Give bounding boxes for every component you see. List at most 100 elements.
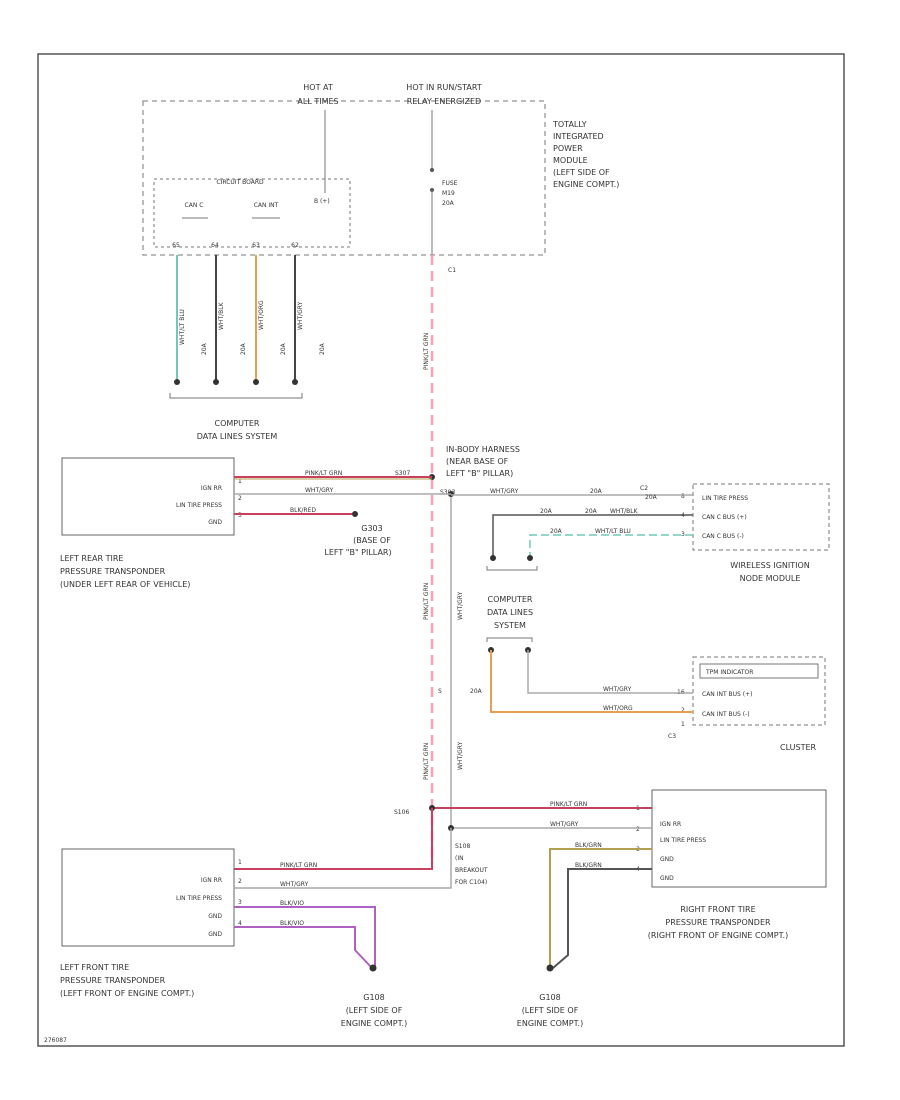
rf-ground-desc-1: (LEFT SIDE OF — [522, 1006, 579, 1015]
lf-wire-label-2: WHT/GRY — [280, 881, 309, 888]
tipm-name-6: ENGINE COMPT.) — [553, 180, 619, 189]
cluster-name: CLUSTER — [780, 743, 817, 752]
ref-bracket — [486, 637, 533, 642]
tipm-pin-63: 63 — [252, 242, 260, 249]
data-wire-end-1 — [174, 379, 180, 385]
fuse-line-1: FUSE — [442, 180, 458, 187]
diagram-frame — [37, 53, 845, 1047]
rf-name-1: RIGHT FRONT TIRE — [680, 905, 755, 914]
left-rear-transponder: IGN RR LIN TIRE PRESS GND 1 2 3 PINK/LT … — [60, 457, 451, 589]
win-pin-3: 3 — [681, 531, 685, 538]
lf-pin-1: 1 — [238, 859, 242, 866]
rf-wire-label-1: PINK/LT GRN — [550, 801, 587, 808]
ref-label-3: SYSTEM — [494, 621, 526, 630]
rf-wire-gnd-2 — [552, 868, 652, 969]
data-wire-end-3 — [253, 379, 259, 385]
tpm-indicator-box — [699, 663, 819, 679]
lr-line-2: LIN TIRE PRESS — [176, 502, 222, 509]
lf-ground-dot — [369, 964, 377, 972]
rf-line-1: IGN RR — [660, 821, 681, 828]
cluster-wire-orange — [490, 650, 693, 713]
data-wire-label-2: WHT/BLK — [218, 301, 225, 330]
data-wire-size-4: 20A — [319, 342, 326, 355]
rf-name-2: PRESSURE TRANSPONDER — [665, 918, 771, 927]
data-wire-size-2: 20A — [240, 342, 247, 355]
can-c-label: CAN C — [185, 202, 204, 209]
tipm-dashed-outline — [142, 100, 546, 256]
cluster-box — [692, 656, 826, 726]
ref-label-2: DATA LINES — [487, 608, 533, 617]
tipm-pin-65: 65 — [172, 242, 180, 249]
lf-name-2: PRESSURE TRANSPONDER — [60, 976, 166, 985]
win-wire-can-minus-label: WHT/LT BLU — [595, 528, 631, 535]
cluster-module: TPM INDICATOR CAN INT BUS (+) CAN INT BU… — [438, 650, 826, 752]
data-wire-label-4: WHT/GRY — [297, 301, 304, 330]
rf-ground-id: G108 — [539, 993, 560, 1002]
cluster-pin-1: 1 — [681, 721, 685, 728]
circuit-board-outline — [153, 178, 351, 248]
lf-line-4: GND — [208, 931, 222, 938]
rf-line-4: GND — [660, 875, 674, 882]
cluster-wire-gray — [527, 650, 693, 694]
cluster-line-2: CAN INT BUS (+) — [702, 691, 752, 698]
win-wire-size: 20A — [590, 488, 603, 495]
lf-wire-gnd-1 — [234, 906, 376, 968]
lf-pin-4: 4 — [238, 920, 242, 927]
lf-wire-label-3: BLK/VIO — [280, 900, 304, 907]
rf-splice-s108: S108 — [455, 843, 470, 850]
tipm-name-5: (LEFT SIDE OF — [553, 168, 610, 177]
body-harness-3: LEFT "B" PILLAR) — [446, 469, 513, 478]
lr-splice-s307: S307 — [395, 470, 410, 477]
win-name-1: WIRELESS IGNITION — [730, 561, 810, 570]
lf-wire-lin — [234, 828, 452, 889]
splice-s303: S303 — [440, 489, 455, 496]
lr-wire-label-2: WHT/GRY — [305, 487, 334, 494]
data-lines-bracket — [169, 393, 303, 399]
data-wire-size-3: 20A — [280, 342, 287, 355]
hot-at-all-times-1: HOT AT — [303, 83, 333, 92]
win-wire-gray-size: 20A — [645, 494, 658, 501]
win-size-plus: 20A — [540, 508, 553, 515]
batt-label: B (+) — [314, 198, 330, 205]
lf-line-3: GND — [208, 913, 222, 920]
tipm-name-3: POWER — [553, 144, 583, 153]
win-end-2 — [527, 555, 533, 561]
lr-ground-dot — [352, 511, 358, 517]
cluster-wire-label-2: WHT/ORG — [603, 705, 633, 712]
body-harness-1: IN-BODY HARNESS — [446, 445, 520, 454]
computer-data-lines: WHT/LT BLU WHT/BLK WHT/ORG WHT/GRY 20A 2… — [169, 255, 326, 441]
fuse-line-3: 20A — [442, 200, 455, 207]
lf-ground-id: G108 — [363, 993, 384, 1002]
rf-splice-desc-2: BREAKOUT — [455, 867, 488, 874]
hot-in-run-1: HOT IN RUN/START — [406, 83, 482, 92]
rf-box — [651, 789, 827, 888]
tipm-connector-c1: C1 — [448, 267, 456, 274]
rf-line-3: GND — [660, 856, 674, 863]
lr-pin-2: 2 — [238, 495, 242, 502]
cluster-line-1: TPM INDICATOR — [705, 669, 753, 676]
cluster-size: 20A — [470, 688, 483, 695]
wireless-ignition-node: LIN TIRE PRESS CAN C BUS (+) CAN C BUS (… — [451, 483, 830, 583]
lf-name-1: LEFT FRONT TIRE — [60, 963, 129, 972]
lr-line-3: GND — [208, 519, 222, 526]
lr-line-1: IGN RR — [201, 485, 222, 492]
rf-wire-gnd-1 — [549, 848, 652, 968]
rf-name-3: (RIGHT FRONT OF ENGINE COMPT.) — [648, 931, 788, 940]
lf-line-1: IGN RR — [201, 877, 222, 884]
win-end-1 — [490, 555, 496, 561]
win-line-1: LIN TIRE PRESS — [702, 495, 748, 502]
main-power-bus: PINK/LT GRN PINK/LT GRN PINK/LT GRN WHT/… — [423, 255, 520, 864]
right-front-transponder: IGN RR LIN TIRE PRESS GND GND 1 2 3 4 PI… — [394, 789, 827, 1028]
rf-splice-desc-1: (IN — [455, 855, 464, 862]
circuit-board-label: CIRCUIT BOARD — [216, 179, 264, 186]
body-harness-2: (NEAR BASE OF — [446, 457, 509, 466]
lf-pin-2: 2 — [238, 878, 242, 885]
rf-wire-label-2: WHT/GRY — [550, 821, 579, 828]
tipm-name-2: INTEGRATED — [553, 132, 604, 141]
win-box — [692, 483, 830, 551]
lr-name-1: LEFT REAR TIRE — [60, 554, 123, 563]
lf-wire-ign — [234, 808, 433, 870]
lf-ground-desc-1: (LEFT SIDE OF — [346, 1006, 403, 1015]
win-wire-can-plus-label: WHT/BLK — [610, 508, 639, 515]
